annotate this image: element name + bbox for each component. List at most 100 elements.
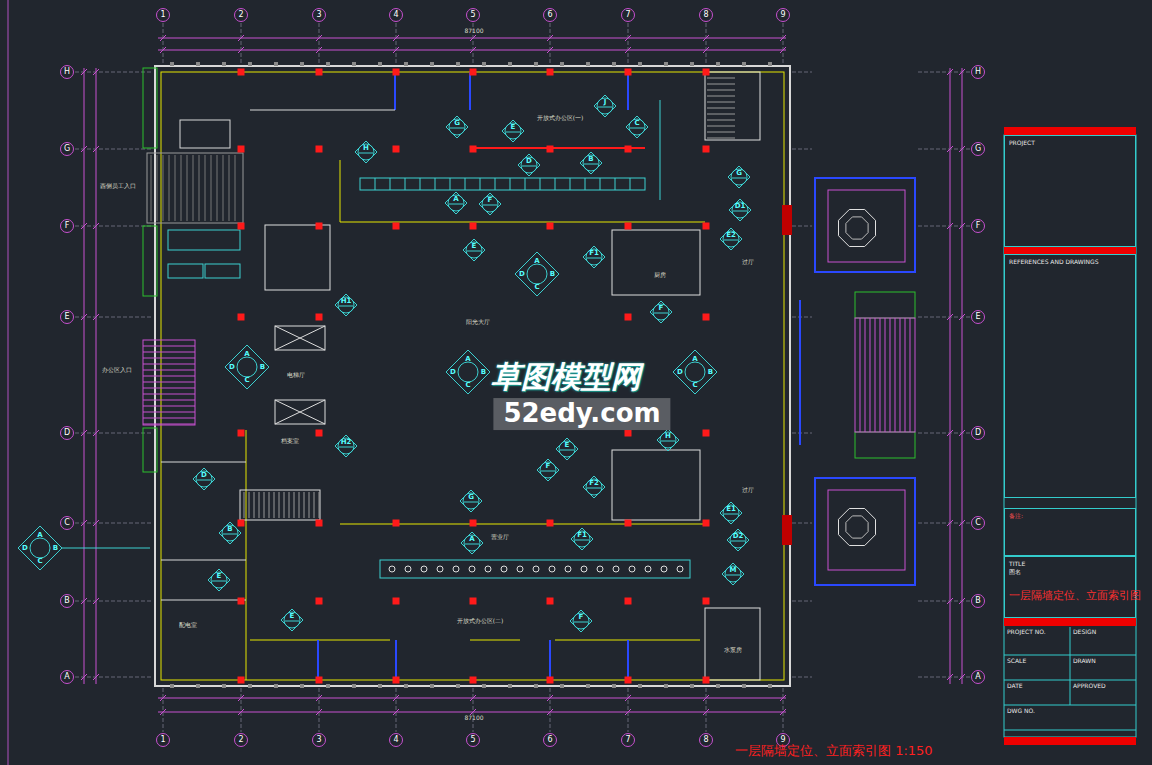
wall-line xyxy=(250,110,395,111)
column xyxy=(625,430,632,437)
grid-line xyxy=(550,23,551,64)
column xyxy=(316,598,323,605)
equipment-cabinet xyxy=(205,264,240,278)
diamond-outline xyxy=(583,246,605,268)
stair-tread xyxy=(284,492,285,518)
wall-line xyxy=(340,160,341,222)
column xyxy=(625,677,632,684)
counter-divider xyxy=(435,178,436,190)
wall-post xyxy=(196,62,200,66)
title-block-bar xyxy=(1004,737,1136,745)
dimension-tick xyxy=(959,430,965,436)
grid-line xyxy=(792,523,812,524)
index-letter: D2 xyxy=(727,533,749,540)
step-line xyxy=(875,318,876,432)
room-label: 阳光大厅 xyxy=(466,319,490,326)
diamond-outline xyxy=(463,239,485,261)
dimension-tick xyxy=(959,146,965,152)
index-divider xyxy=(733,211,747,212)
elevator-cross xyxy=(275,326,325,350)
column xyxy=(470,520,477,527)
dimension-tick xyxy=(547,695,553,701)
grid-line xyxy=(396,23,397,64)
index-divider xyxy=(724,240,738,241)
index-circle xyxy=(527,264,547,284)
grid-number: 4 xyxy=(390,9,402,21)
seat xyxy=(421,566,427,572)
column xyxy=(238,520,245,527)
dimension-tick xyxy=(947,146,953,152)
step-line xyxy=(890,318,891,432)
dimension-tick xyxy=(316,695,322,701)
elevation-index: H xyxy=(657,429,679,451)
index-letter: H2 xyxy=(335,439,357,446)
stair-tread xyxy=(157,155,158,221)
index-letter: E xyxy=(281,613,303,620)
stair-tread xyxy=(151,155,152,221)
column xyxy=(316,520,323,527)
dimension-tick xyxy=(959,69,965,75)
index-letter: G xyxy=(446,120,468,127)
index-letter: F xyxy=(650,305,672,312)
grid-bubble: 5 xyxy=(466,733,480,747)
grid-bubble: A xyxy=(971,670,985,684)
column xyxy=(625,69,632,76)
grid-line xyxy=(75,317,153,318)
column xyxy=(238,69,245,76)
wall-post xyxy=(768,62,772,66)
index-letter: A xyxy=(445,196,467,203)
wall-post xyxy=(534,684,538,688)
index-divider xyxy=(731,541,745,542)
elevation-index: D2 xyxy=(727,529,749,551)
grid-line xyxy=(163,688,164,732)
dimension-tick xyxy=(947,598,953,604)
index-letter: H xyxy=(355,145,377,152)
grid-bubble: 9 xyxy=(776,8,790,22)
grid-number: A xyxy=(972,671,984,683)
column xyxy=(625,598,632,605)
dimension-tick xyxy=(780,35,786,41)
table-label: DATE xyxy=(1007,683,1023,690)
exterior-wall xyxy=(155,66,790,686)
stair-tread xyxy=(707,84,735,85)
column xyxy=(238,314,245,321)
diamond-outline xyxy=(650,301,672,323)
index-divider xyxy=(541,471,555,472)
grid-bubble: 6 xyxy=(543,733,557,747)
grid-number: H xyxy=(61,66,73,78)
index-letter: D xyxy=(677,368,683,376)
counter-divider xyxy=(615,178,616,190)
diamond-outline xyxy=(570,610,592,632)
grid-line xyxy=(706,688,707,732)
column xyxy=(393,677,400,684)
stair-tread xyxy=(707,102,735,103)
stair-tread xyxy=(249,492,250,518)
elevator xyxy=(275,400,325,424)
grid-bubble: 6 xyxy=(543,8,557,22)
column xyxy=(470,223,477,230)
entrance-door xyxy=(782,515,792,545)
index-letter: B xyxy=(53,544,58,552)
step-line xyxy=(865,318,866,432)
grid-number: 5 xyxy=(467,734,479,746)
index-divider xyxy=(359,153,373,154)
dimension-tick xyxy=(547,709,553,715)
index-circle xyxy=(237,357,257,377)
dimension-tick xyxy=(703,47,709,53)
wall-post xyxy=(768,684,772,688)
index-divider xyxy=(574,622,588,623)
stair-tread xyxy=(264,492,265,518)
diamond-outline xyxy=(208,569,230,591)
index-letter: D xyxy=(519,270,525,278)
grid-number: A xyxy=(61,671,73,683)
dimension-tick xyxy=(160,695,166,701)
grid-bubble: 3 xyxy=(312,733,326,747)
dimension-tick xyxy=(160,35,166,41)
dimension-line xyxy=(950,68,951,684)
table-label: DWG NO. xyxy=(1007,708,1035,715)
stair-tread xyxy=(707,78,735,79)
step-line xyxy=(143,406,195,407)
index-divider xyxy=(450,128,464,129)
wall-post xyxy=(248,684,252,688)
diamond-outline xyxy=(479,193,501,215)
